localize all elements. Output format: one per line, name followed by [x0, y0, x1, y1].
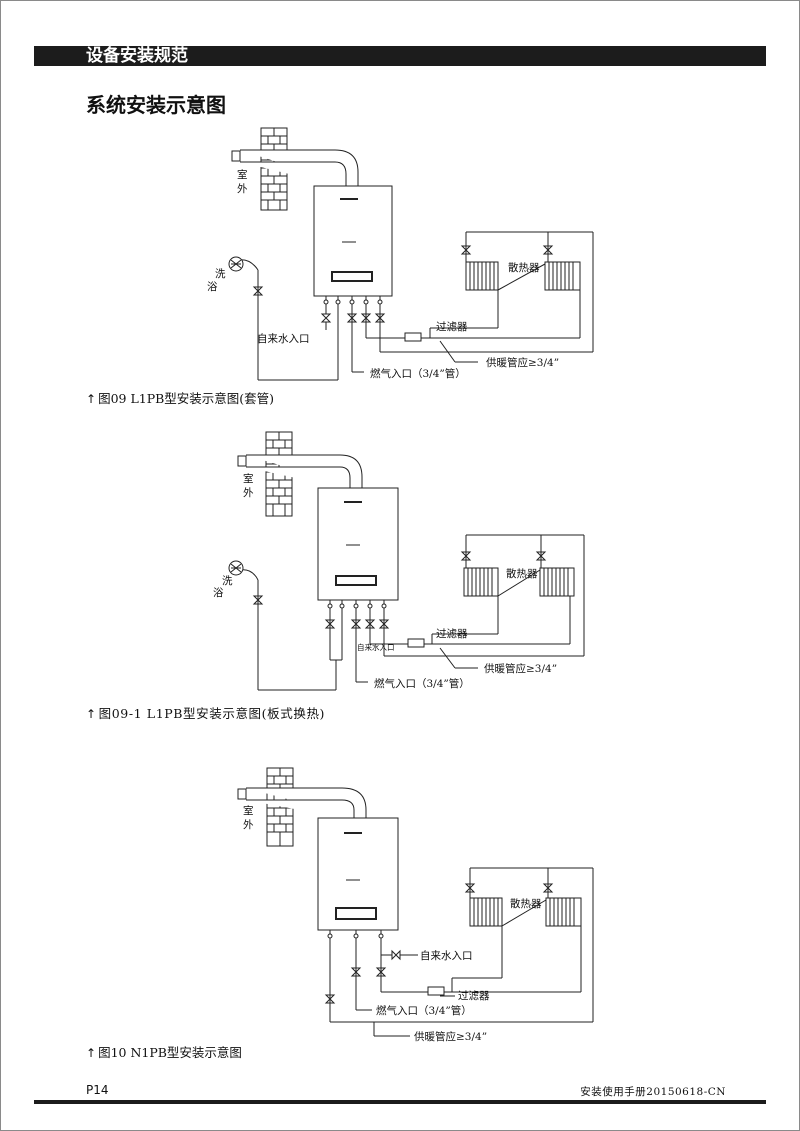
filter-icon	[404, 332, 422, 342]
document-id: 安装使用手册20150618-CN	[580, 1086, 726, 1098]
radiator-left-icon	[469, 897, 503, 927]
radiator-right-icon	[545, 897, 582, 927]
radiator-left-icon	[463, 567, 499, 597]
label-gas-inlet: 燃气入口（3/4”管）	[374, 677, 470, 690]
label-bath-1: 洗	[215, 268, 226, 280]
radiator-right-icon	[544, 261, 581, 291]
label-water-inlet: 自来水入口	[257, 332, 310, 345]
label-outdoor-1: 室	[237, 168, 248, 181]
label-radiator: 散热器	[506, 567, 538, 580]
label-radiator: 散热器	[510, 897, 542, 910]
label-bath-2: 浴	[213, 587, 224, 599]
boiler-display	[335, 907, 377, 920]
label-bath-2: 浴	[207, 281, 218, 293]
shower-head-icon	[228, 256, 244, 272]
header-bar	[34, 46, 766, 66]
diagram-n1pb: 室 外 散热器 自来水入口 过滤器 燃气入口（3/4”管） 供暖管应≥3/4”	[237, 767, 594, 1043]
filter-icon	[427, 986, 445, 996]
label-water-inlet: 自来水入口	[420, 949, 473, 962]
flue-pipe	[246, 787, 367, 820]
boiler-connectors	[323, 296, 383, 305]
up-arrow-icon: ↑	[86, 707, 97, 721]
boiler-body	[317, 817, 399, 931]
label-filter: 过滤器	[436, 627, 468, 640]
label-gas-inlet: 燃气入口（3/4”管）	[376, 1004, 472, 1017]
label-heating-pipe: 供暖管应≥3/4”	[486, 356, 559, 369]
diagram-l1pb-plate: 室 外 洗 浴 散热器 过滤器 自来水入口 供暖管应≥3/4” 燃气入口（3/4…	[213, 431, 585, 691]
caption-diagram-2: ↑图09-1 L1PB型安装示意图(板式换热)	[86, 706, 325, 722]
boiler-body	[317, 487, 399, 601]
label-outdoor-2: 外	[243, 819, 254, 831]
boiler-display	[335, 575, 377, 586]
boiler-body	[313, 185, 393, 297]
footer-bar	[34, 1100, 766, 1104]
boiler-connectors	[327, 600, 387, 609]
boiler-connectors	[327, 930, 384, 939]
label-outdoor-2: 外	[243, 487, 254, 499]
section-title: 系统安装示意图	[86, 93, 226, 117]
flue-pipe	[240, 149, 359, 188]
filter-icon	[407, 638, 425, 648]
label-heating-pipe: 供暖管应≥3/4”	[484, 662, 557, 675]
label-outdoor-1: 室	[243, 804, 254, 817]
boiler-display	[331, 271, 373, 282]
flue-pipe	[246, 454, 363, 490]
label-water-inlet: 自来水入口	[357, 642, 395, 652]
radiator-left-icon	[465, 261, 499, 291]
up-arrow-icon: ↑	[86, 1046, 97, 1060]
label-heating-pipe: 供暖管应≥3/4”	[414, 1030, 487, 1043]
up-arrow-icon: ↑	[86, 392, 97, 406]
caption-text: 图10 N1PB型安装示意图	[98, 1045, 242, 1060]
label-gas-inlet: 燃气入口（3/4”管）	[370, 367, 466, 380]
caption-text: 图09 L1PB型安装示意图(套管)	[98, 391, 275, 406]
label-bath-1: 洗	[222, 575, 233, 587]
shower-head-icon	[228, 560, 244, 576]
radiator-right-icon	[539, 567, 575, 597]
label-outdoor-2: 外	[237, 183, 248, 195]
header-title: 设备安装规范	[86, 46, 188, 66]
diagram-l1pb-sleeve: 室 外 洗 浴 散热器 过滤器 自来水入口 供暖管应≥3/4” 燃气入口（3/4…	[207, 127, 594, 381]
label-filter: 过滤器	[458, 989, 490, 1002]
caption-text: 图09-1 L1PB型安装示意图(板式换热)	[98, 706, 326, 721]
label-filter: 过滤器	[436, 320, 468, 333]
page-number: P14	[86, 1083, 109, 1097]
label-outdoor-1: 室	[243, 472, 254, 485]
caption-diagram-3: ↑图10 N1PB型安装示意图	[86, 1045, 242, 1061]
caption-diagram-1: ↑图09 L1PB型安装示意图(套管)	[86, 391, 274, 407]
label-radiator: 散热器	[508, 261, 540, 274]
